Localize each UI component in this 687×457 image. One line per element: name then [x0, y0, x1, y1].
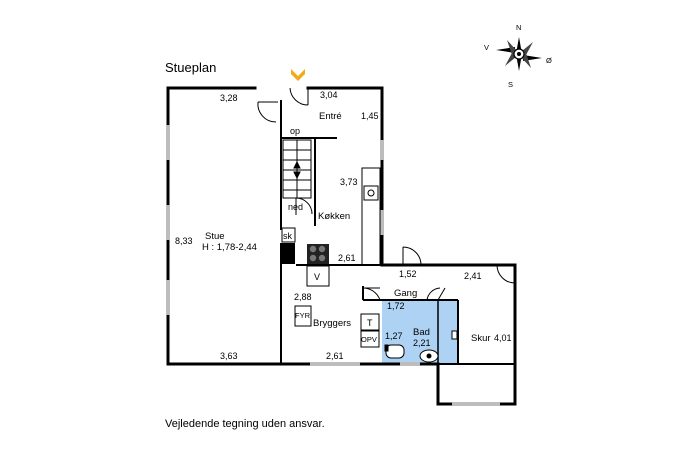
compass-v: V: [484, 43, 489, 52]
dim-stue-bottom: 3,63: [220, 351, 238, 361]
bath-fixtures: [384, 330, 458, 363]
compass-n: N: [516, 23, 521, 32]
room-bryggers: Bryggers: [313, 318, 351, 329]
compass-s: S: [508, 80, 513, 89]
room-entre: Entré: [319, 111, 342, 122]
dim-entre-w: 3,04: [320, 90, 338, 100]
furnace-label: FYR: [295, 311, 311, 320]
room-kokken: Køkken: [318, 211, 350, 222]
dim-bryggers-w: 2,61: [326, 351, 344, 361]
compass-rose-icon: [496, 37, 542, 71]
dim-kokken-h: 3,73: [340, 177, 358, 187]
dim-kokken-w: 2,61: [338, 253, 356, 263]
room-gang: Gang: [394, 288, 417, 299]
windows: [166, 125, 500, 406]
dim-skur-h: 4,01: [494, 333, 512, 343]
stove: [281, 243, 329, 264]
room-skur: Skur: [471, 333, 491, 344]
dim-stue-top: 3,28: [220, 93, 238, 103]
furnace-symbol: [294, 305, 312, 327]
washer-label: V: [314, 272, 320, 282]
dim-bad-d: 2,21: [413, 338, 431, 348]
dryer-symbol: [360, 313, 380, 331]
staircase: [282, 139, 312, 199]
dim-entre-d: 1,45: [361, 111, 379, 121]
room-stue: Stue: [205, 231, 225, 242]
sk-label: sk: [283, 231, 293, 241]
room-bad: Bad: [413, 327, 430, 338]
room-stue-height: H : 1,78-2,44: [202, 242, 257, 253]
stair-down-label: ned: [288, 202, 303, 212]
compass-o: Ø: [546, 56, 552, 65]
dim-gang-w1: 1,52: [399, 269, 417, 279]
dryer-label: T: [367, 318, 373, 328]
dim-stue-h: 8,33: [175, 236, 193, 246]
kitchen-counter: [361, 167, 381, 266]
doors: [257, 87, 516, 301]
water-heater-symbol: [360, 330, 380, 348]
disclaimer-text: Vejledende tegning uden ansvar.: [165, 418, 325, 430]
sk-cabinet: [281, 227, 296, 243]
dim-bryggers-h: 2,88: [294, 292, 312, 302]
dim-gang-w2: 1,72: [387, 301, 405, 311]
dim-bad-w: 1,27: [385, 331, 403, 341]
washer-symbol: [306, 265, 330, 287]
water-heater-label: OPV: [361, 335, 377, 344]
entry-arrow-icon: [291, 69, 305, 81]
dim-skur-w: 2,41: [464, 271, 482, 281]
stair-up-label: op: [290, 126, 300, 136]
plan-title: Stueplan: [165, 60, 217, 75]
